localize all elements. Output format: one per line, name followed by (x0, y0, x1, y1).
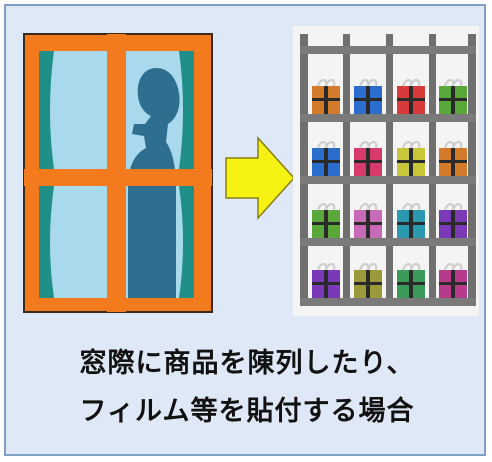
caption-line-1: 窓際に商品を陳列したり、 (79, 348, 415, 379)
illustration (23, 26, 479, 316)
right-arrow-icon (225, 136, 296, 220)
caption-line-2: フィルム等を貼付する場合 (79, 396, 415, 427)
window-with-person-icon (23, 33, 213, 313)
illustration-panel: 窓際に商品を陳列したり、 フィルム等を貼付する場合 (4, 4, 486, 456)
caption: 窓際に商品を陳列したり、 フィルム等を貼付する場合 (6, 340, 488, 436)
gift-shelf-icon (293, 26, 479, 316)
